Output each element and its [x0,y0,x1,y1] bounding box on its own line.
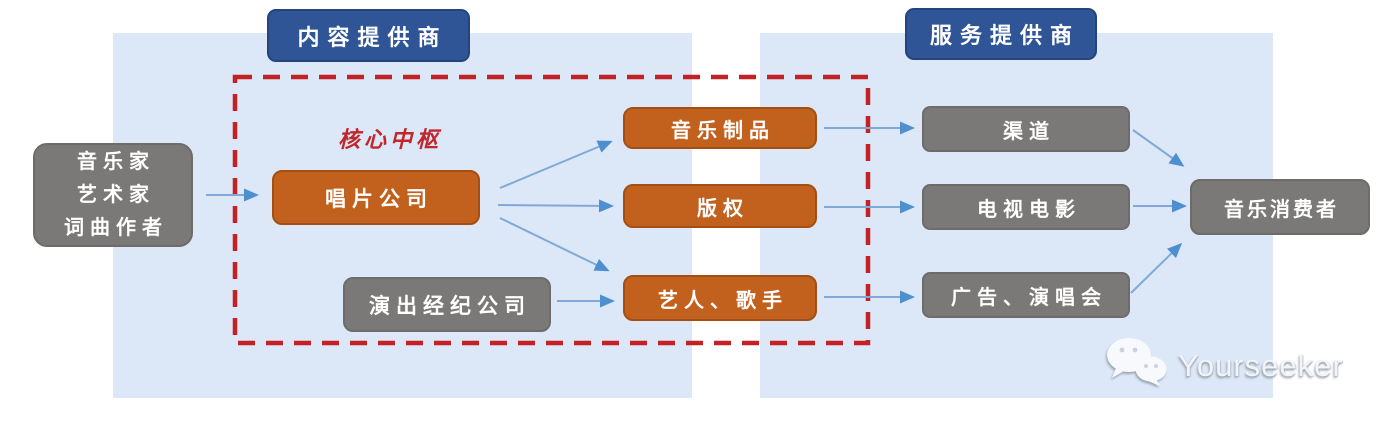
node-tv-film: 电视电影 [922,184,1130,230]
watermark: Yourseeker [1104,336,1344,396]
node-copyright: 版权 [623,184,817,228]
node-music-products: 音乐制品 [623,107,817,149]
core-hub-label: 核心中枢 [338,127,443,152]
node-music-consumers: 音乐消费者 [1190,179,1370,235]
node-talent-agency: 演出经纪公司 [343,277,551,332]
wechat-icon [1104,336,1168,396]
node-ads-concerts: 广告、演唱会 [922,272,1130,318]
creators-line-3: 词曲作者 [64,216,168,239]
creators-line-2: 艺术家 [77,183,155,206]
watermark-brand: Yourseeker [1178,348,1344,383]
header-content-provider: 内容提供商 [267,9,470,62]
header-service-provider: 服务提供商 [905,8,1097,60]
node-artists-singers: 艺人、歌手 [623,275,817,321]
node-creators: 音乐家 艺术家 词曲作者 [33,143,193,247]
node-channels: 渠道 [922,106,1130,152]
node-record-company: 唱片公司 [272,170,480,225]
creators-line-1: 音乐家 [77,150,155,173]
